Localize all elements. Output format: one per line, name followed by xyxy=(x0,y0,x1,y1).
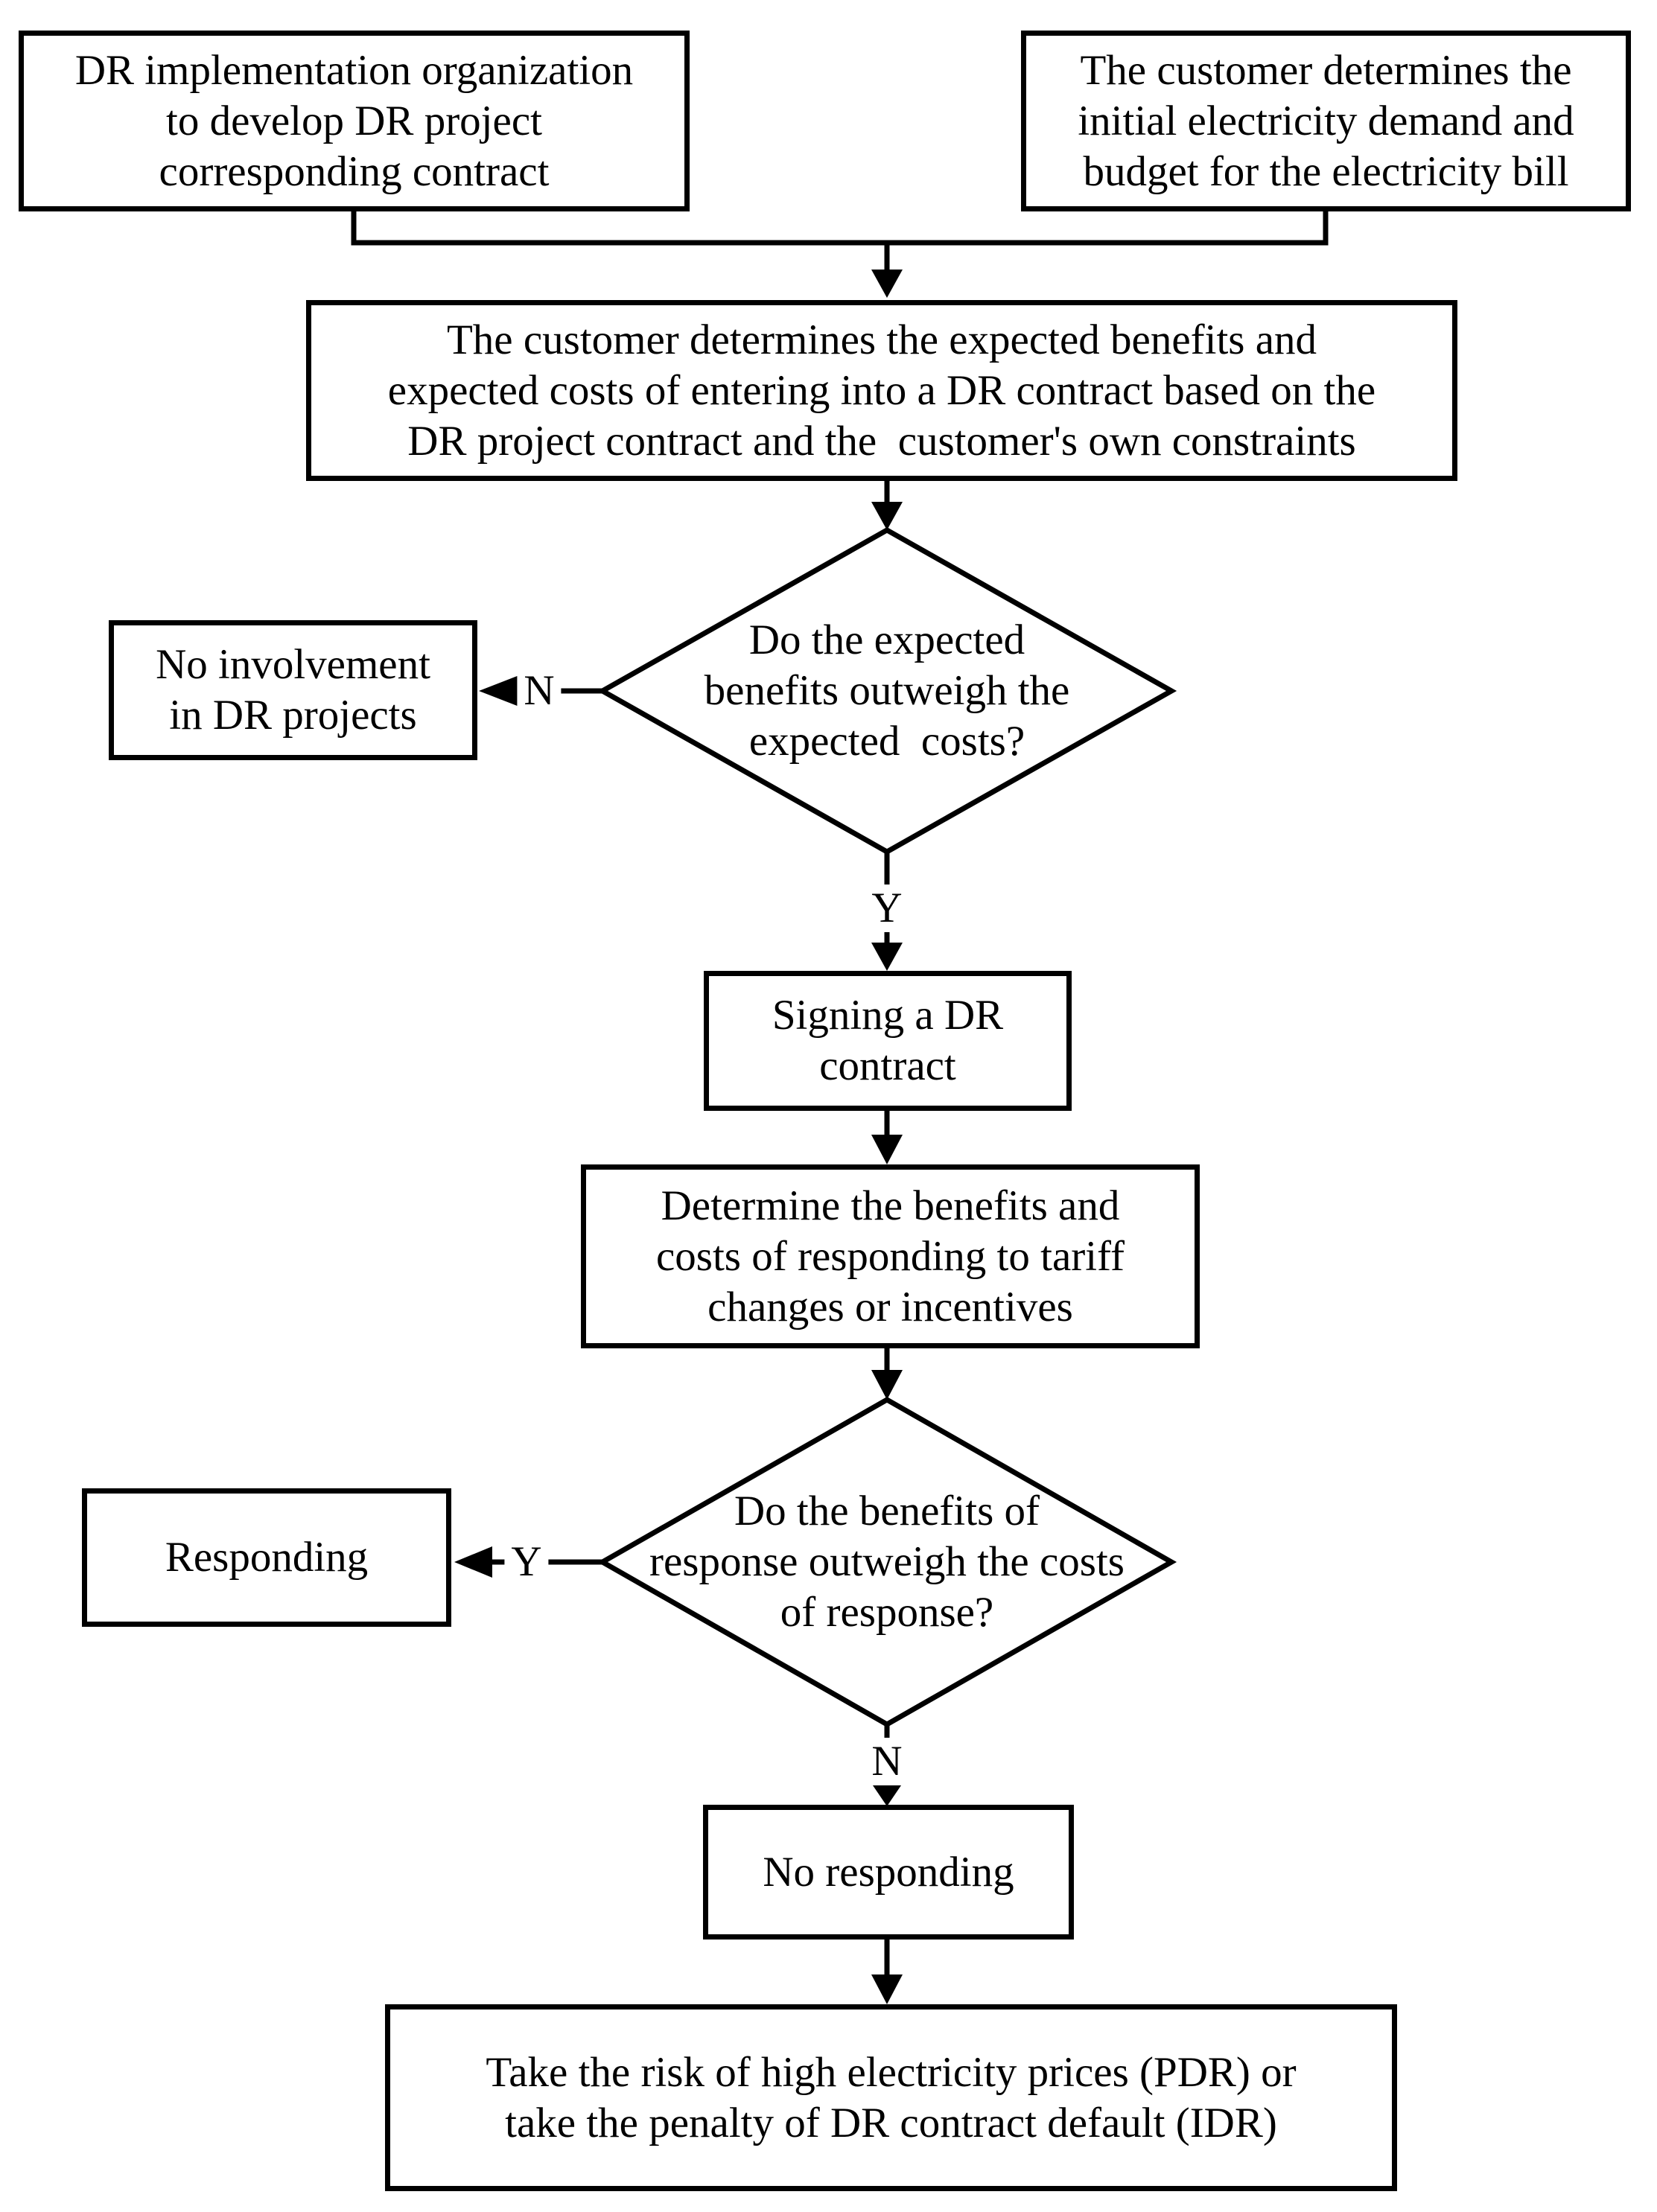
node-expected-benefits-assessment-text: The customer determines the expected ben… xyxy=(387,316,1376,465)
edge-label-y-expected: Y xyxy=(865,885,909,932)
arrow-decision1-to-signing-head xyxy=(871,943,903,971)
edge-label-y-response: Y xyxy=(504,1538,549,1586)
node-determine-response-benefits: Determine the benefits and costs of resp… xyxy=(581,1164,1200,1348)
arrow-junction-to-assessment-head xyxy=(871,270,903,298)
node-responding-text: Responding xyxy=(165,1534,369,1581)
node-customer-initial-demand: The customer determines the initial elec… xyxy=(1021,31,1631,211)
decision-response-label: Do the benefits of response outweigh the… xyxy=(552,1483,1222,1641)
node-expected-benefits-assessment: The customer determines the expected ben… xyxy=(306,300,1457,481)
node-dr-implementation-org-text: DR implementation organization to develo… xyxy=(74,46,634,195)
node-signing-contract-text: Signing a DR contract xyxy=(772,992,1004,1089)
junction-connector-line xyxy=(351,211,1329,246)
arrow-determine-to-decision2-head xyxy=(871,1370,903,1400)
arrow-assessment-to-decision1-head xyxy=(871,502,903,530)
node-signing-contract: Signing a DR contract xyxy=(704,971,1072,1111)
node-no-responding-text: No responding xyxy=(763,1848,1014,1896)
node-dr-implementation-org: DR implementation organization to develo… xyxy=(19,31,690,211)
decision-response-label-text: Do the benefits of response outweigh the… xyxy=(649,1488,1125,1636)
node-customer-initial-demand-text: The customer determines the initial elec… xyxy=(1078,46,1574,195)
arrow-signing-to-determine-head xyxy=(871,1135,903,1164)
node-no-involvement: No involvement in DR projects xyxy=(109,620,477,760)
arrow-noresponding-to-takerisk-head xyxy=(871,1974,903,2004)
node-take-risk-penalty: Take the risk of high electricity prices… xyxy=(385,2004,1397,2191)
node-determine-response-benefits-text: Determine the benefits and costs of resp… xyxy=(655,1182,1125,1330)
node-take-risk-penalty-text: Take the risk of high electricity prices… xyxy=(486,2048,1297,2146)
decision-expected-label: Do the expected benefits outweigh the ex… xyxy=(552,612,1222,770)
decision-expected-label-text: Do the expected benefits outweigh the ex… xyxy=(704,616,1070,765)
arrow-decision1-to-noinvolvement-head xyxy=(479,675,519,707)
node-responding: Responding xyxy=(82,1488,451,1627)
edge-label-n-expected: N xyxy=(517,667,562,715)
arrow-decision2-to-noresponding-head xyxy=(873,1785,901,1806)
edge-label-n-response: N xyxy=(865,1738,909,1785)
node-no-responding: No responding xyxy=(703,1805,1074,1940)
arrow-decision2-to-responding-head xyxy=(454,1546,492,1578)
node-no-involvement-text: No involvement in DR projects xyxy=(156,641,430,739)
